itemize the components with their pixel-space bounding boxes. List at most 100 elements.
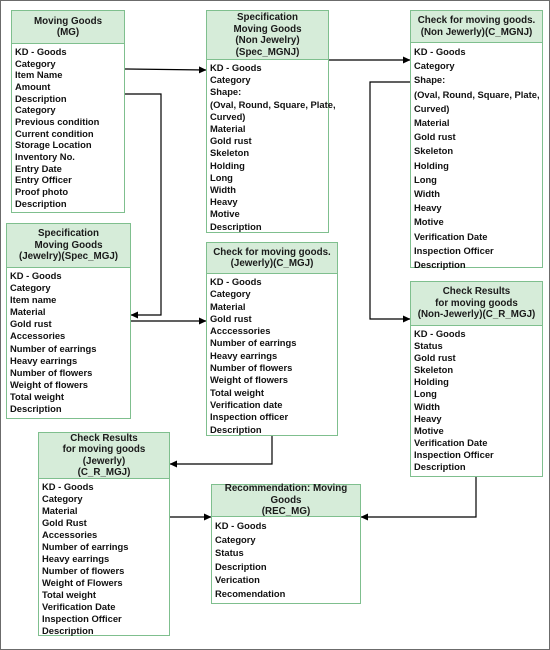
entity-attribute: Holding [414, 159, 449, 171]
entity-title: Moving Goods(MG) [12, 11, 124, 44]
entity-title: Recommendation: Moving Goods(REC_MG) [212, 483, 360, 518]
entity-attribute: Entry Date [15, 162, 62, 174]
entity-attribute: Gold rust [210, 312, 252, 324]
edge-mg-to-spec-mgj [125, 93, 162, 319]
entity-attribute: Verification Date [414, 436, 488, 448]
entity-attribute: Proof photo [15, 185, 69, 197]
entity-attribute: Shape: [210, 86, 242, 98]
entity-title-line: Specification [237, 12, 298, 23]
entity-attribute: KD - Goods [10, 270, 62, 281]
entity-title-line: (MG) [56, 27, 80, 38]
entity-title-line: (Jewerly)(C_MGJ) [230, 258, 314, 269]
entity-attribute: Gold Rust [42, 517, 87, 528]
entity-attribute: Category [10, 282, 51, 294]
entity-title-line: Check for moving goods. [213, 246, 331, 258]
entity-title-line: Check for moving goods. [417, 15, 536, 26]
entity-attribute: Category [210, 74, 251, 86]
entity-attribute: Heavy [414, 202, 442, 214]
entity-attribute: Holding [414, 376, 449, 388]
entity-attribute: Skeleton [414, 145, 454, 157]
entity-title: Check for moving goods.(Non Jewerly)(C_M… [411, 11, 542, 43]
entity-title-line: Check Results [70, 432, 138, 444]
entity-check-moving-goods-jewelry: Check for moving goods.(Jewerly)(C_MGJ) … [206, 242, 338, 436]
entity-attribute: Curved) [210, 110, 246, 122]
entity-title-line: for moving goods (Jewerly) [62, 444, 146, 467]
entity-title-line: (Non Jewelry)(Spec_MGNJ) [235, 35, 300, 58]
entity-attribute: (Oval, Round, Square, Plate, [210, 98, 336, 110]
entity-attribute: Description [15, 92, 67, 104]
entity-attribute: KD - Goods [15, 46, 67, 57]
entity-attribute: Material [414, 117, 450, 129]
entity-attribute: Description [15, 197, 67, 209]
entity-attribute: Description [215, 560, 267, 572]
entity-attribute: Accessories [42, 529, 98, 540]
entity-title-line: Check Results [442, 286, 511, 298]
entity-attribute: Gold rust [414, 131, 456, 143]
entity-attribute: Inspection Officer [42, 613, 122, 624]
entity-title-line: Moving Goods [34, 239, 103, 251]
entity-attribute: Description [210, 423, 262, 435]
entity-attribute: KD - Goods [215, 520, 267, 531]
entity-attribute: Material [42, 505, 78, 516]
entity-title-line: for moving goods [435, 297, 518, 309]
entity-attribute: Total weight [10, 390, 64, 402]
edge-c-r-mgnj-to-rec-mg [360, 477, 477, 521]
entity-attribute: Heavy earrings [10, 354, 78, 366]
entity-title: Check for moving goods.(Jewerly)(C_MGJ) [207, 243, 337, 274]
entity-attribute: Long [414, 388, 437, 400]
entity-attribute: Description [42, 625, 94, 636]
entity-attribute: Verication [215, 574, 260, 586]
entity-title-line: Recommendation: Moving Goods [224, 483, 348, 506]
entity-attribute: Item name [10, 294, 57, 306]
entity-attribute: Heavy [210, 196, 238, 208]
entity-title-line: Moving Goods [233, 23, 302, 35]
entity-attribute: Gold rust [414, 352, 456, 364]
entity-attribute: Material [210, 123, 246, 135]
edge-mg-to-spec-mgnj [124, 66, 207, 74]
entity-title-line: (Jewelry)(Spec_MGJ) [18, 251, 119, 263]
entity-attribute: Material [10, 306, 46, 318]
entity-attribute: Motive [414, 424, 444, 436]
entity-attribute: Heavy earrings [42, 553, 110, 564]
edge-c-mgnj-to-c-r-mgnj [369, 81, 411, 323]
entity-attribute: Category [42, 493, 83, 504]
edge-c-mgj-to-c-r-mgj [169, 436, 273, 468]
entity-attribute: Accessories [10, 330, 66, 342]
entity-check-moving-goods-non-jewelry: Check for moving goods.(Non Jewerly)(C_M… [410, 10, 543, 270]
entity-attribute: Inspection Officer [414, 448, 494, 460]
entity-attribute: Status [414, 340, 443, 352]
entity-title-line: (REC_MG) [261, 506, 311, 518]
entity-attribute: Current condition [15, 127, 94, 139]
entity-attribute: Recomendation [215, 587, 286, 599]
entity-attribute: Number of flowers [210, 362, 293, 374]
entity-attribute: Width [414, 400, 440, 412]
entity-attribute: Category [215, 533, 256, 545]
entity-attribute: Category [15, 104, 56, 116]
entity-attribute: Gold rust [210, 135, 252, 147]
entity-attribute: Motive [210, 208, 240, 220]
entity-attribute: Material [210, 300, 246, 312]
entity-attribute: Amount [15, 80, 51, 92]
entity-attribute: KD - Goods [210, 276, 262, 287]
entity-attribute: Storage Location [15, 139, 92, 151]
entity-title-line: (Non Jewerly)(C_MGNJ) [420, 26, 533, 38]
entity-attribute: Total weight [42, 589, 96, 600]
entity-attribute: Acccessories [210, 325, 271, 337]
entity-attribute: Number of flowers [42, 565, 125, 576]
entity-attribute: Total weight [210, 386, 264, 398]
entity-attribute: Number of earrings [10, 342, 97, 354]
